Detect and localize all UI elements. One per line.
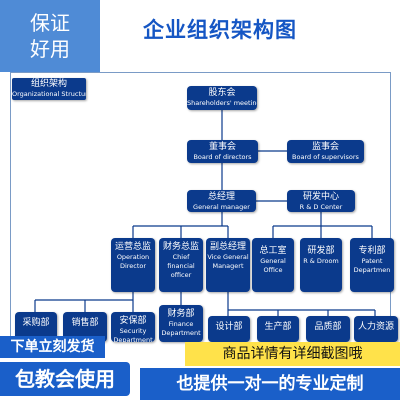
node-vice-gm: 副总经理 Vice General Managert [206,238,250,292]
node-general-office: 总工室 General Office [252,238,294,292]
badge-line-1: 保证 [30,11,70,35]
promo-order-now: 下单立刻发货 [0,336,105,358]
node-rd-center: 研发中心 R & D Center [287,190,355,212]
node-general-manager: 总经理 General manager [187,190,256,212]
section-label: 组织架构 Organizational Structure [12,78,86,100]
node-production: 生产部 [257,316,299,342]
node-patent-dept: 专利部 Patent Departmen [350,238,394,292]
node-board-directors: 董事会 Board of directors [187,140,258,163]
node-security: 安保部 Security Department [111,312,155,342]
node-design: 设计部 [208,316,250,342]
node-finance: 财务部 Finance Department [159,305,203,342]
chart-frame [10,72,391,342]
promo-teach: 包教会使用 [0,362,130,396]
promo-details: 商品详情有详细截图哦 [185,342,400,366]
node-board-supervisors: 监事会 Board of supervisors [287,140,364,163]
badge-line-2: 好用 [30,37,70,61]
guarantee-badge: 保证 好用 [0,0,100,72]
node-operation-director: 运营总监 Operation Director [111,238,155,292]
page-title: 企业组织架构图 [143,18,297,42]
node-cfo: 财务总监 Chief financial officer [159,238,203,292]
node-quality: 品质部 [306,316,350,342]
node-rd-room: 研发部 R & Droom [300,238,342,292]
node-shareholders: 股东会 Shareholders' meeting [187,86,257,110]
node-hr: 人力资源 [354,316,398,342]
promo-one-on-one: 也提供一对一的专业定制 [140,368,400,400]
